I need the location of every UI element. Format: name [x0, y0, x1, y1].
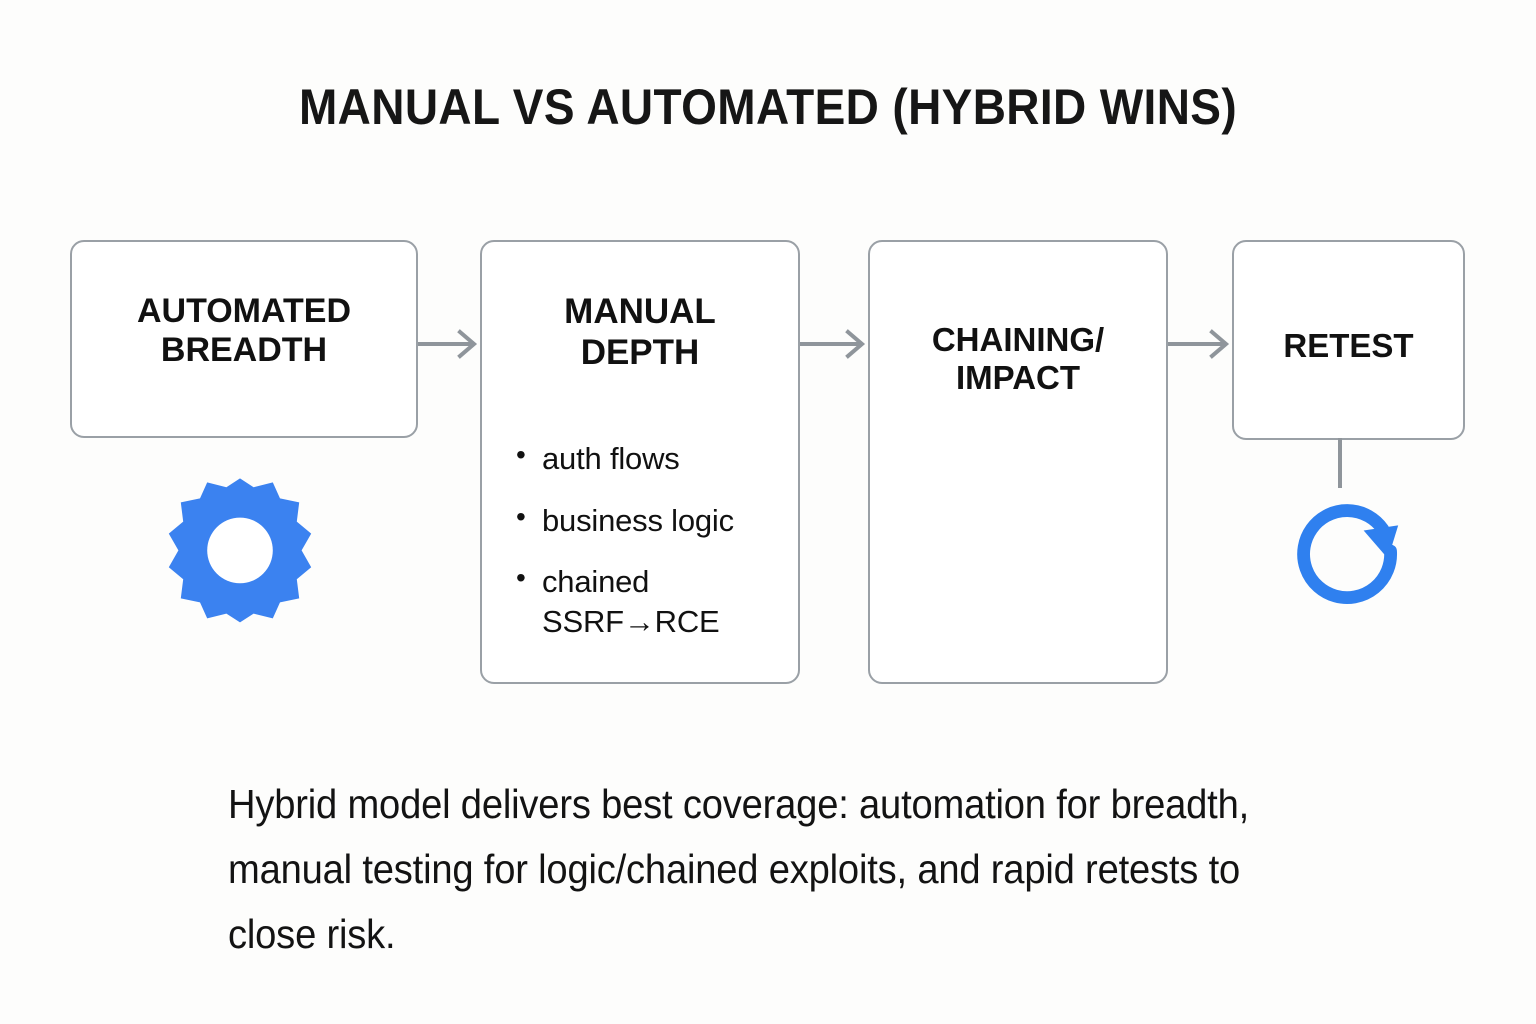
flow-node-retest[interactable]: RETEST: [1232, 240, 1465, 440]
flow-node-title-line2: IMPACT: [955, 359, 1081, 397]
flow-node-automated-breadth[interactable]: AUTOMATED BREADTH: [70, 240, 418, 438]
flow-node-title-line1: AUTOMATED: [136, 292, 352, 330]
retest-connector-line: [1338, 438, 1342, 488]
list-item: business logic: [512, 499, 780, 541]
flow-node-chaining-impact[interactable]: CHAINING/ IMPACT: [868, 240, 1168, 684]
list-item: chained SSRF→RCE: [512, 560, 780, 641]
arrow-chaining-to-retest: [1168, 326, 1234, 362]
flow-node-title-line1: RETEST: [1283, 327, 1414, 364]
flow-node-title-line1: MANUAL: [564, 292, 716, 331]
flow-node-manual-depth[interactable]: MANUAL DEPTH auth flows business logic c…: [480, 240, 800, 684]
flow-node-title: CHAINING/ IMPACT: [870, 321, 1166, 398]
flow-node-title-line2: DEPTH: [580, 332, 700, 372]
flow-node-title: RETEST: [1234, 327, 1463, 365]
manual-depth-bullet-list: auth flows business logic chained SSRF→R…: [512, 437, 780, 664]
flow-node-title: AUTOMATED BREADTH: [72, 292, 416, 371]
arrow-manual-to-chaining: [800, 326, 870, 362]
gear-icon: [160, 472, 320, 632]
flow-node-title: MANUAL DEPTH: [482, 292, 798, 373]
flow-node-title-line2: BREADTH: [160, 331, 328, 370]
arrow-automated-to-manual: [418, 326, 482, 362]
list-item: auth flows: [512, 437, 780, 479]
refresh-icon: [1283, 487, 1411, 615]
flow-node-title-line1: CHAINING/: [931, 321, 1105, 358]
caption-text: Hybrid model delivers best coverage: aut…: [228, 781, 1250, 957]
page-title: MANUAL VS AUTOMATED (HYBRID WINS): [298, 79, 1238, 135]
